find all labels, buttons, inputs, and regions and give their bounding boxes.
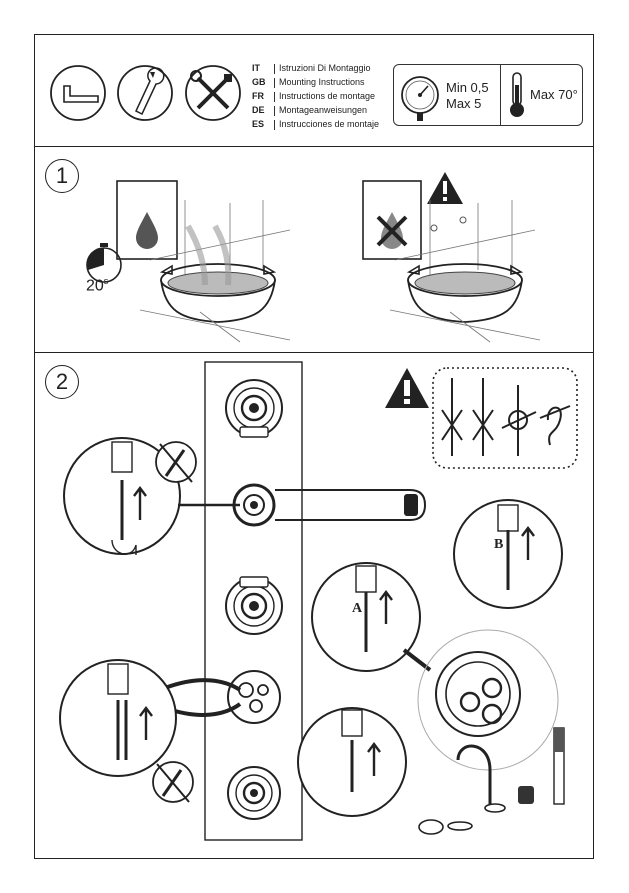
language-label: Montageanweisungen bbox=[279, 105, 368, 115]
timer-value: 20s bbox=[86, 276, 108, 295]
wall-panel bbox=[204, 361, 303, 841]
valve-body-2 bbox=[232, 483, 427, 527]
language-code: FR bbox=[252, 91, 264, 101]
warning-icon-step2 bbox=[385, 368, 429, 408]
section-divider-1 bbox=[34, 146, 594, 147]
no-water-panel bbox=[362, 180, 422, 260]
step-number-1: 1 bbox=[45, 159, 79, 193]
step-number-2: 2 bbox=[45, 365, 79, 399]
detail-circle-b bbox=[453, 499, 563, 609]
language-row-fr: FR Instructions de montage bbox=[252, 90, 375, 102]
timer-seconds: 20 bbox=[86, 277, 104, 295]
language-code: IT bbox=[252, 63, 260, 73]
valve-detail-large bbox=[417, 629, 565, 835]
pressure-max: Max 5 bbox=[446, 96, 482, 111]
language-row-it: IT Istruzioni Di Montaggio bbox=[252, 62, 371, 74]
basin-illustration-1 bbox=[139, 200, 291, 343]
language-label: Instructions de montage bbox=[279, 91, 376, 101]
language-label: Instrucciones de montaje bbox=[279, 119, 380, 129]
language-label: Istruzioni Di Montaggio bbox=[279, 63, 371, 73]
wrench-detail-icon bbox=[155, 441, 197, 483]
pressure-gauge-icon bbox=[401, 76, 439, 121]
pressure-min: Min 0,5 bbox=[446, 80, 489, 95]
language-label: Mounting Instructions bbox=[279, 77, 365, 87]
water-drop-panel bbox=[116, 180, 178, 260]
detail-circle-1 bbox=[63, 437, 240, 555]
temperature-max: Max 70° bbox=[530, 87, 578, 102]
spec-box bbox=[393, 64, 583, 126]
language-row-es: ES Instrucciones de montaje bbox=[252, 118, 379, 130]
language-row-gb: GB Mounting Instructions bbox=[252, 76, 365, 88]
valve-body-4 bbox=[164, 670, 281, 724]
label-a: A bbox=[352, 601, 363, 616]
language-code: ES bbox=[252, 119, 265, 129]
tools-icon bbox=[185, 65, 241, 121]
page-frame bbox=[34, 34, 594, 859]
stopwatch-icon bbox=[86, 243, 122, 283]
basin-illustration-2 bbox=[389, 200, 541, 343]
label-b: B bbox=[494, 537, 504, 552]
valve-body-1 bbox=[225, 379, 283, 438]
spec-divider bbox=[500, 64, 501, 126]
detail-circle-3 bbox=[297, 707, 407, 817]
timer-unit: s bbox=[103, 276, 109, 286]
detail-circle-a bbox=[311, 562, 432, 672]
valve-body-3 bbox=[225, 576, 283, 635]
wrench-icon bbox=[117, 65, 173, 121]
wrench-detail-icon-2 bbox=[152, 761, 194, 803]
warning-icon-step1 bbox=[427, 172, 463, 204]
valve-body-5 bbox=[227, 766, 281, 820]
language-code: DE bbox=[252, 105, 265, 115]
language-row-de: DE Montageanweisungen bbox=[252, 104, 367, 116]
thermometer-icon bbox=[510, 72, 524, 117]
allen-key-icon bbox=[50, 65, 106, 121]
detail-circle-2 bbox=[59, 659, 177, 777]
hose-warning-panel bbox=[432, 367, 578, 469]
section-divider-2 bbox=[34, 352, 594, 353]
language-code: GB bbox=[252, 77, 266, 87]
